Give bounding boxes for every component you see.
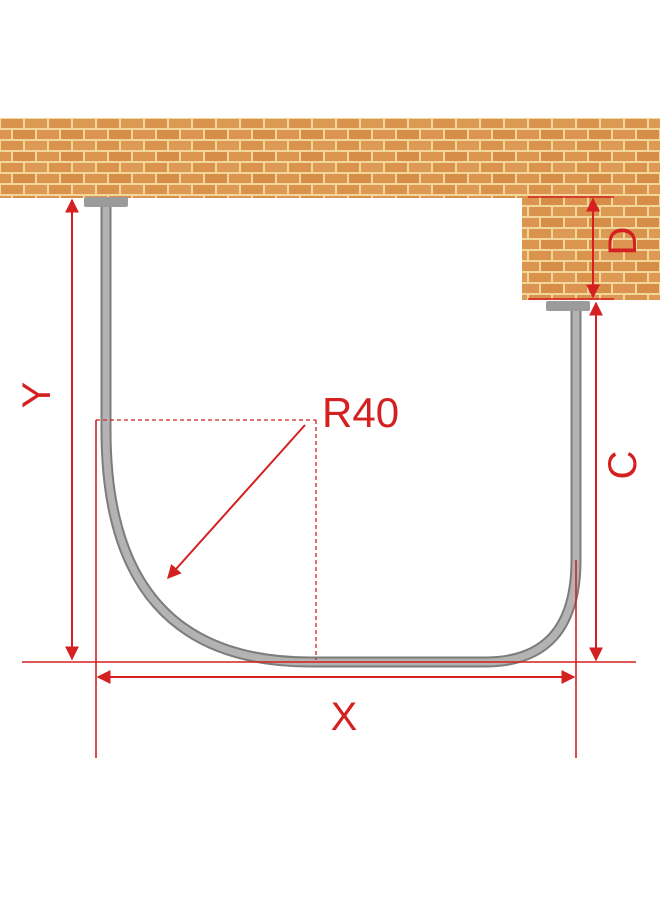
x-label: X: [331, 695, 358, 739]
dimension-lines: [22, 196, 636, 758]
radius-arrow: [167, 424, 306, 580]
left-wall-bracket: [84, 197, 128, 207]
radius-label: R40: [322, 389, 399, 436]
c-label: C: [601, 451, 645, 480]
y-label: Y: [15, 382, 59, 409]
radius-construction: [96, 419, 317, 660]
right-wall-bracket: [546, 301, 590, 311]
d-label: D: [601, 227, 645, 256]
curtain-rod-highlight: [102, 207, 580, 666]
top-brick-wall: [0, 118, 660, 198]
